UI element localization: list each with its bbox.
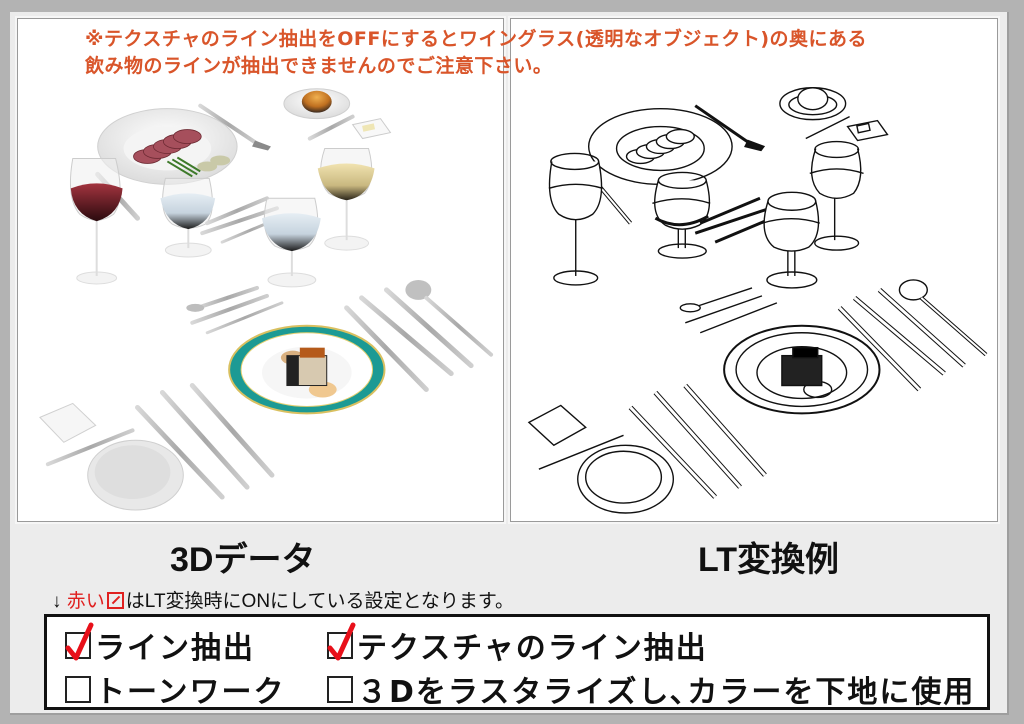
setting-line-extraction[interactable]: ライン抽出 — [65, 622, 255, 667]
settings-legend-note: ↓ 赤いはLT変換時にONにしている設定となります。 — [52, 586, 514, 613]
notice-line-2: 飲み物のラインが抽出できませんのでご注意下さい。 — [85, 55, 553, 77]
setting-label: ライン抽出 — [95, 631, 255, 666]
line-extraction-notice: ※テクスチャのライン抽出をOFFにするとワイングラス(透明なオブジェクト)の奥に… — [85, 26, 985, 80]
checkbox-tonework[interactable] — [65, 675, 91, 703]
red-checkmark-icon — [327, 622, 356, 660]
3d-data-caption: 3Dデータ — [170, 541, 316, 579]
legend-red-label: 赤い — [66, 591, 105, 612]
red-checkbox-icon — [106, 592, 124, 609]
lt-conversion-caption: LT変換例 — [698, 541, 840, 579]
checkbox-rasterize-3d[interactable] — [327, 675, 353, 703]
3d-data-image-panel — [15, 16, 506, 524]
3d-render-illustration — [39, 88, 494, 511]
setting-label: ３Dをラスタライズし､カラーを下地に使用 — [357, 675, 976, 710]
lt-conversion-image-panel — [508, 16, 1000, 524]
notice-line-1: ※テクスチャのライン抽出をOFFにするとワイングラス(透明なオブジェクト)の奥に… — [85, 28, 868, 50]
down-arrow-icon: ↓ — [52, 591, 62, 612]
checkbox-line-extraction[interactable] — [65, 622, 94, 660]
setting-texture-line-extraction[interactable]: テクスチャのライン抽出 — [327, 622, 708, 667]
line-art-illustration — [527, 87, 988, 514]
lt-settings-box: ライン抽出 テクスチャのライン抽出 トーンワーク ３Dをラスタライズし､カラーを… — [44, 614, 990, 710]
legend-note-text: はLT変換時にONにしている設定となります。 — [125, 591, 515, 612]
setting-label: トーンワーク — [95, 675, 286, 710]
setting-label: テクスチャのライン抽出 — [357, 631, 708, 666]
sheet: ※テクスチャのライン抽出をOFFにするとワイングラス(透明なオブジェクト)の奥に… — [10, 12, 1009, 715]
setting-rasterize-3d-color-base[interactable]: ３Dをラスタライズし､カラーを下地に使用 — [327, 667, 975, 711]
setting-tonework[interactable]: トーンワーク — [65, 667, 286, 711]
checkbox-texture-line-extraction[interactable] — [327, 622, 356, 660]
red-checkmark-icon — [65, 622, 94, 660]
